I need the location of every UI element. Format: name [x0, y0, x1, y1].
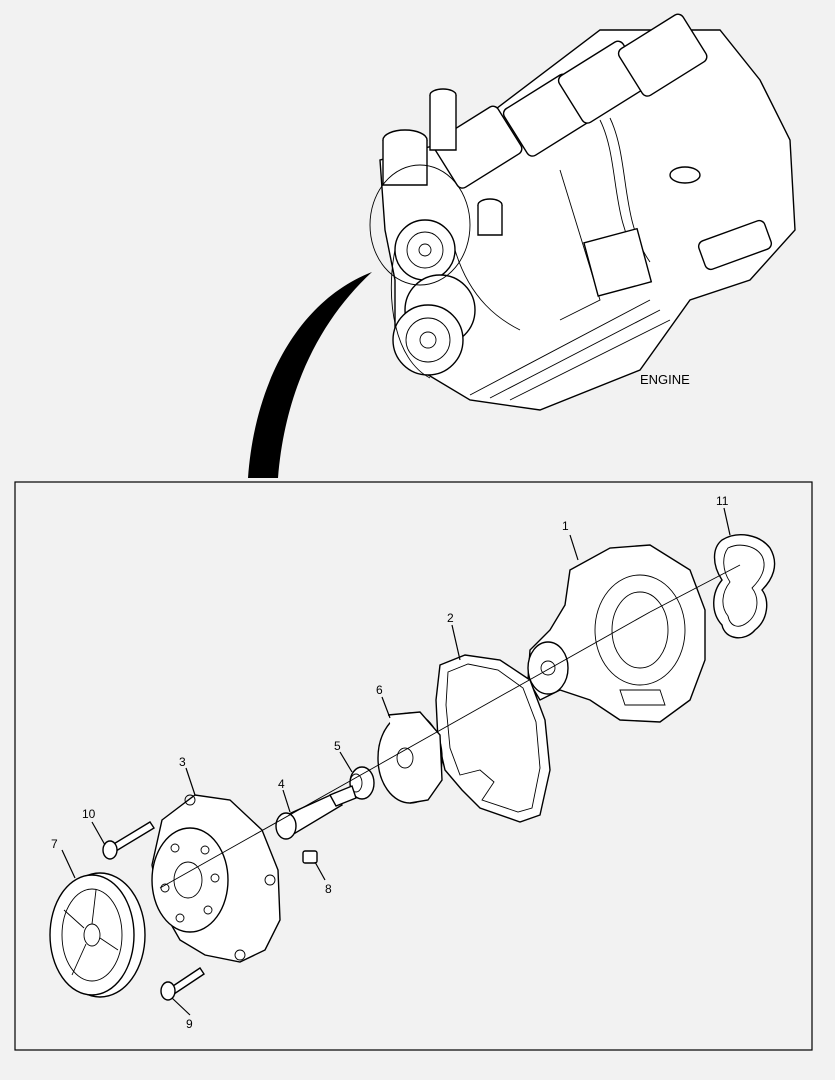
bolt-part-10 [102, 821, 155, 860]
detail-frame [14, 481, 813, 1051]
callout-8: 8 [325, 882, 332, 896]
pulley-part-7 [49, 872, 146, 998]
callout-2: 2 [447, 611, 454, 625]
gasket-part-11 [713, 534, 776, 639]
engine-illustration [369, 13, 796, 411]
callout-7: 7 [51, 837, 58, 851]
callout-3: 3 [179, 755, 186, 769]
callout-11: 11 [716, 494, 729, 508]
detail-pointer [248, 272, 372, 478]
callout-1: 1 [562, 519, 569, 533]
callout-6: 6 [376, 683, 383, 697]
callout-10: 10 [82, 807, 96, 821]
callout-5: 5 [334, 739, 341, 753]
front-cover-part-3 [151, 794, 281, 963]
shaft-part-4 [275, 785, 357, 840]
callout-4: 4 [278, 777, 285, 791]
dowel-part-8 [302, 850, 318, 864]
pump-housing-part-1 [527, 544, 706, 723]
leader-lines [61, 507, 741, 1016]
impeller-part-6 [377, 711, 443, 804]
engine-label: ENGINE [640, 372, 690, 387]
callout-9: 9 [186, 1017, 193, 1031]
seal-part-5 [349, 766, 375, 800]
bolt-part-9 [160, 967, 205, 1001]
